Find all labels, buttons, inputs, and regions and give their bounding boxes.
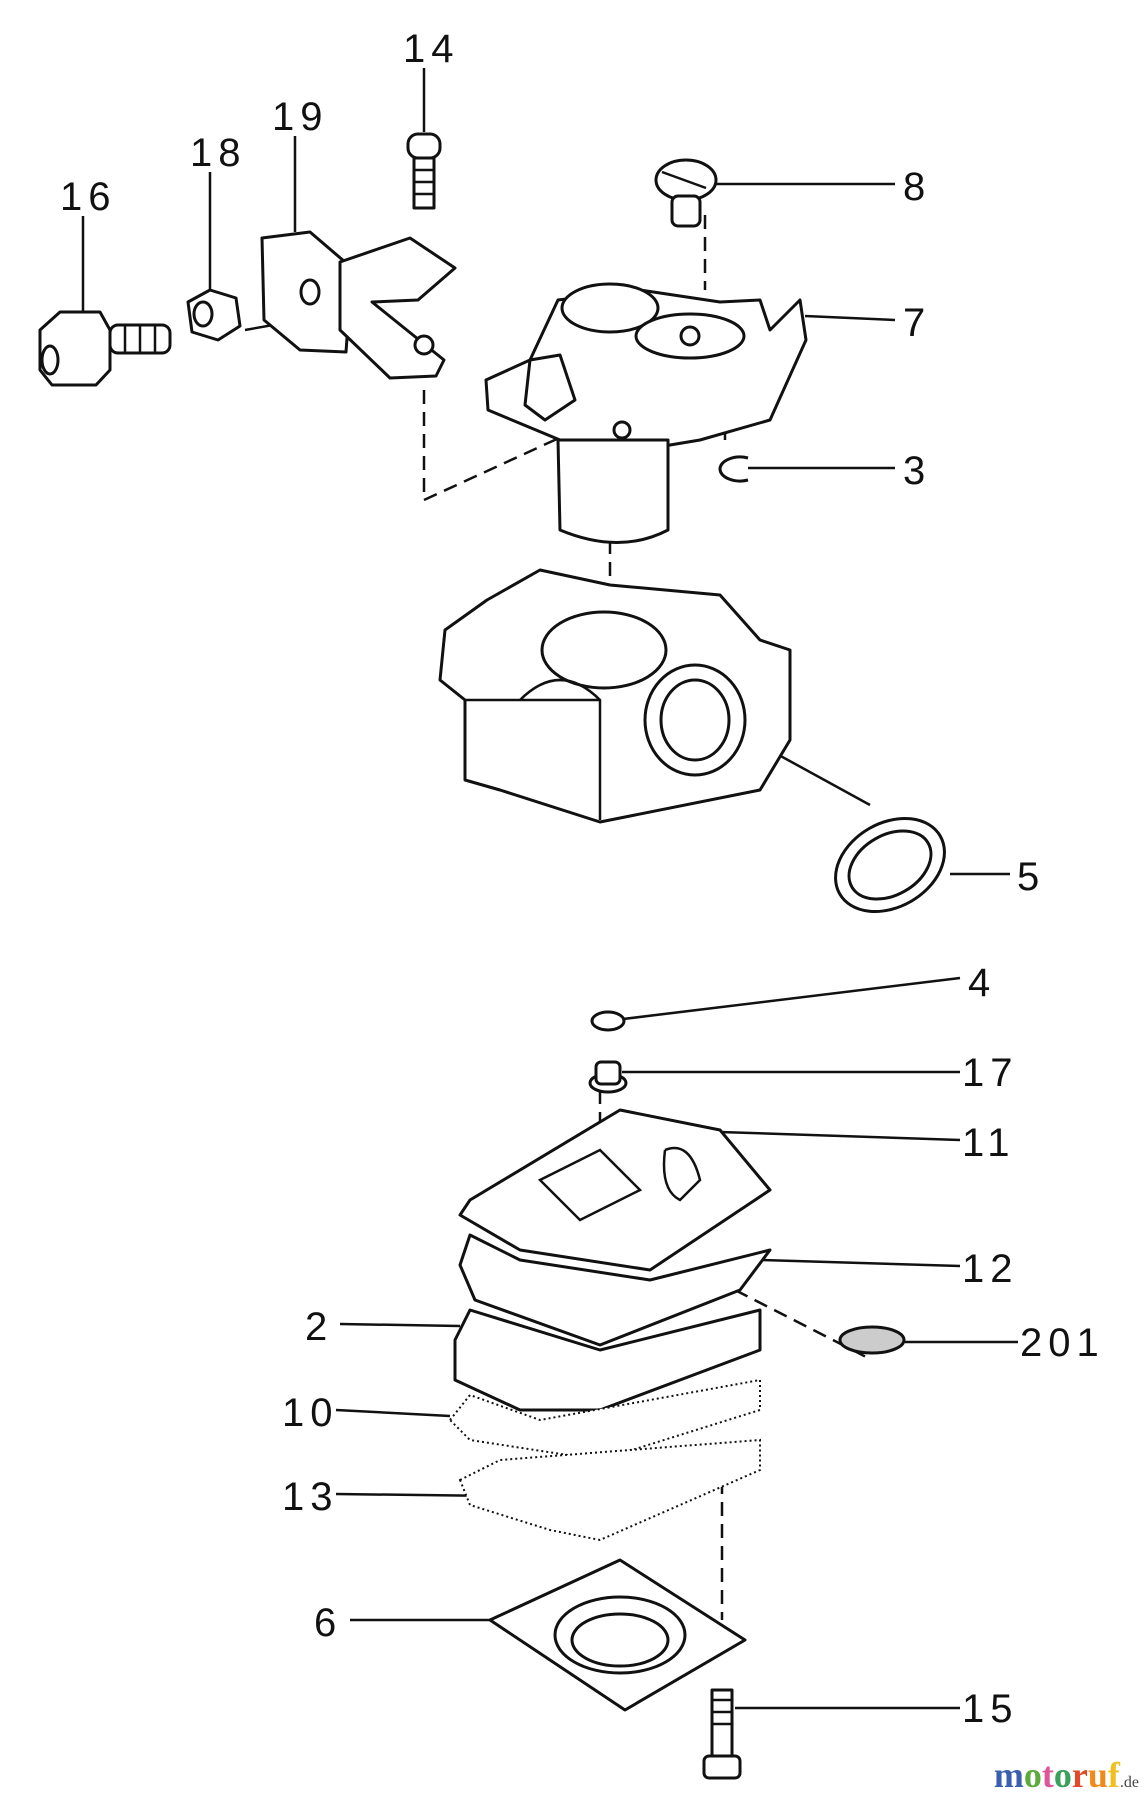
part-2-pump-body bbox=[453, 1308, 762, 1412]
leader-lines bbox=[81, 68, 1018, 1710]
part-number-labels: 14 19 18 16 8 7 3 5 4 17 11 12 201 2 10 … bbox=[60, 27, 1105, 1731]
part-16-fitting bbox=[38, 310, 172, 387]
label-12: 12 bbox=[962, 1247, 1019, 1291]
watermark-logo: motoruf.de bbox=[994, 1754, 1139, 1796]
label-7: 7 bbox=[903, 301, 931, 345]
watermark-text: motoruf bbox=[994, 1755, 1120, 1795]
label-10: 10 bbox=[282, 1391, 339, 1435]
diaphragm-11-cutouts bbox=[537, 1146, 702, 1222]
watermark-tld: .de bbox=[1119, 1774, 1139, 1791]
label-5: 5 bbox=[1017, 855, 1045, 899]
part-8-adjust-screw bbox=[654, 158, 718, 228]
label-4: 4 bbox=[968, 961, 996, 1005]
label-18: 18 bbox=[190, 131, 247, 175]
watermark-letter: o bbox=[1053, 1755, 1072, 1795]
label-19: 19 bbox=[272, 95, 329, 139]
part-13-metering-diaphragm bbox=[458, 1438, 761, 1542]
watermark-letter: t bbox=[1041, 1755, 1054, 1795]
part-19-bracket bbox=[260, 230, 457, 380]
watermark-letter: r bbox=[1071, 1755, 1088, 1795]
part-18-nut bbox=[186, 288, 242, 342]
label-6: 6 bbox=[314, 1601, 342, 1645]
watermark-letter: u bbox=[1087, 1755, 1108, 1795]
part-15-screw bbox=[702, 1688, 742, 1780]
watermark-letter: m bbox=[993, 1755, 1024, 1795]
part-11-pump-diaphragm bbox=[458, 1108, 772, 1272]
label-201: 201 bbox=[1020, 1321, 1105, 1365]
label-14: 14 bbox=[403, 27, 460, 71]
part-7-throttle-body-upper bbox=[484, 282, 808, 544]
watermark-letter: f bbox=[1107, 1755, 1120, 1795]
part-5-seal-ring bbox=[834, 816, 946, 914]
watermark-letter: o bbox=[1023, 1755, 1042, 1795]
label-13: 13 bbox=[282, 1475, 339, 1519]
part-4-o-ring bbox=[590, 1010, 626, 1032]
part-17-inlet-needle bbox=[588, 1060, 628, 1094]
part-14-screw bbox=[406, 132, 442, 210]
part-3-e-clip bbox=[718, 455, 749, 483]
label-3: 3 bbox=[903, 449, 931, 493]
label-17: 17 bbox=[962, 1051, 1019, 1095]
label-8: 8 bbox=[903, 165, 931, 209]
part-6-metering-cover bbox=[488, 1558, 747, 1712]
label-2: 2 bbox=[305, 1305, 333, 1349]
part-carburetor-body bbox=[438, 568, 792, 824]
part-201-filter-screen bbox=[838, 1325, 906, 1355]
part-10-gasket bbox=[448, 1378, 761, 1462]
label-16: 16 bbox=[60, 175, 117, 219]
part-12-gasket bbox=[458, 1233, 772, 1347]
label-11: 11 bbox=[962, 1121, 1016, 1165]
label-15: 15 bbox=[962, 1687, 1019, 1731]
